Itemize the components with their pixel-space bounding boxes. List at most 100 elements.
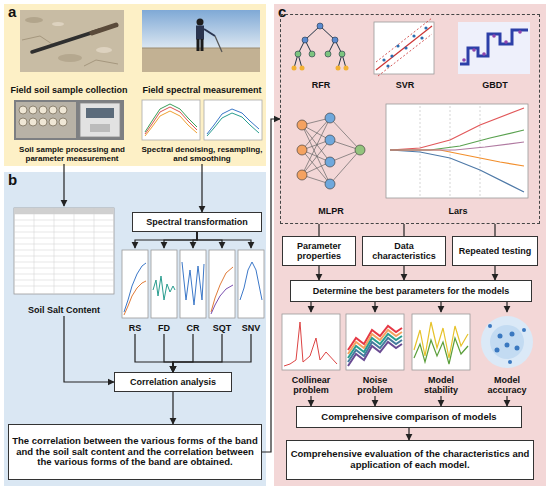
- lab-photo-part: [19, 106, 27, 114]
- accuracy-icon-part: [505, 343, 510, 348]
- gbdt-icon: [458, 22, 530, 74]
- random-forest-icon-part: [292, 66, 297, 71]
- spectra-plot-part: [145, 107, 197, 134]
- lab-photo-part: [86, 108, 114, 118]
- noise-plot-part: [348, 330, 402, 354]
- soil-photo-part: [52, 22, 64, 26]
- transform-plots-part: [211, 285, 233, 314]
- soil-photo-part: [32, 30, 100, 52]
- lars-plot-part: [390, 150, 524, 192]
- panel-letter: b: [8, 172, 17, 189]
- image-with-caption: SNV: [237, 248, 265, 334]
- field-photo-part: [142, 48, 260, 72]
- process-box: The correlation between the various form…: [8, 424, 262, 480]
- accuracy-icon-part: [522, 328, 526, 332]
- flow-connector: [262, 119, 280, 452]
- noise-plot-part: [348, 342, 402, 366]
- process-box: Correlation analysis: [114, 372, 232, 392]
- flow-connector: [173, 334, 251, 372]
- field-photo-part: [204, 29, 215, 36]
- accuracy-icon-part: [490, 325, 524, 359]
- caption-text: Model accuracy: [476, 376, 538, 396]
- flow-connector: [193, 232, 197, 248]
- random-forest-icon-part: [302, 37, 308, 43]
- flow-connector: [172, 392, 173, 424]
- svr-icon-part: [378, 34, 432, 76]
- random-forest-icon-part: [336, 66, 341, 71]
- image-with-caption: SQT: [208, 248, 236, 334]
- data-table-part: [14, 208, 114, 214]
- box-label: Spectral transformation: [146, 217, 248, 227]
- box-label: Determine the best parameters for the mo…: [313, 286, 510, 296]
- caption-text: SQT: [213, 324, 232, 334]
- random-forest-icon: [292, 23, 349, 71]
- accuracy-icon-part: [508, 360, 512, 364]
- collinear-plot-part: [282, 314, 340, 370]
- transform-plots-part: [124, 281, 146, 315]
- stability-plot-part: [414, 322, 468, 358]
- process-box: Repeated testing: [452, 236, 538, 266]
- lab-photo-part: [29, 106, 37, 114]
- svr-icon-part: [390, 54, 393, 57]
- flow-connector: [197, 232, 251, 248]
- panel-group: bSoil Salt ContentSpectral transformatio…: [4, 172, 266, 486]
- image-with-caption: Noise problem: [344, 312, 406, 396]
- accuracy-icon-part: [498, 334, 503, 339]
- random-forest-icon-part: [309, 51, 315, 57]
- accuracy-icon-part: [495, 348, 500, 353]
- flow-connector: [318, 224, 319, 236]
- lab-photo-part: [14, 100, 124, 140]
- image-with-caption: Lars: [383, 101, 533, 217]
- caption-text: Model stability: [410, 376, 472, 396]
- mlp-icon-part: [302, 118, 360, 184]
- svr-icon-part: [424, 26, 427, 29]
- lab-photo-part: [49, 106, 57, 114]
- caption-text: SVR: [396, 81, 415, 91]
- image-with-caption: Soil sample processing and parameter mea…: [8, 98, 136, 164]
- panel-group: cRFRSVRGBDTMLPRLarsParameter propertiesD…: [274, 4, 546, 486]
- caption-text: Lars: [448, 207, 467, 217]
- random-forest-icon-part: [317, 23, 323, 29]
- flow-connector: [494, 224, 495, 236]
- transform-plots-part: [151, 250, 177, 318]
- lab-photo-part: [39, 106, 47, 114]
- gbdt-icon-part: [462, 58, 466, 62]
- lab-photo-part: [29, 118, 37, 126]
- caption-text: RFR: [312, 81, 331, 91]
- mlp-icon-part: [297, 145, 307, 155]
- process-box: Determine the best parameters for the mo…: [290, 280, 532, 302]
- flow-connector: [173, 334, 222, 372]
- transform-plots-part: [209, 250, 235, 318]
- panel-letter: a: [8, 4, 16, 21]
- box-label: Comprehensive comparison of models: [321, 412, 496, 423]
- field-photo-part: [142, 48, 260, 49]
- flow-connector: [63, 164, 64, 206]
- lars-plot-part: [386, 104, 528, 198]
- image-with-caption: RS: [121, 248, 149, 334]
- flow-connector: [374, 396, 375, 406]
- box-label: The correlation between the various form…: [12, 436, 258, 469]
- caption-text: Soil sample processing and parameter mea…: [8, 146, 136, 164]
- random-forest-icon-part: [344, 66, 349, 71]
- caption-text: Spectral denoising, resampling, and smoo…: [138, 146, 266, 164]
- lab-photo-part: [19, 118, 27, 126]
- stability-plot-part: [412, 314, 470, 370]
- flow-connector: [64, 316, 114, 382]
- caption-text: MLPR: [318, 207, 344, 217]
- gbdt-icon-part: [504, 40, 508, 44]
- spectra-plot-part: [142, 100, 200, 140]
- box-label: Repeated testing: [459, 246, 532, 256]
- field-photo-part: [197, 39, 200, 51]
- field-photo-part: [197, 19, 204, 26]
- caption-text: Field spectral measurement: [142, 86, 261, 96]
- image-with-caption: SVR: [373, 21, 437, 91]
- mlp-icon-part: [297, 120, 307, 130]
- flow-connector: [310, 302, 311, 312]
- model-group-box: RFR SVR GBDT MLPR Lars: [280, 14, 540, 224]
- svr-icon-part: [374, 22, 434, 74]
- gbdt-icon-part: [518, 30, 522, 34]
- lab-photo-part: [59, 106, 67, 114]
- caption-text: GBDT: [482, 81, 508, 91]
- process-box: Spectral transformation: [132, 212, 262, 232]
